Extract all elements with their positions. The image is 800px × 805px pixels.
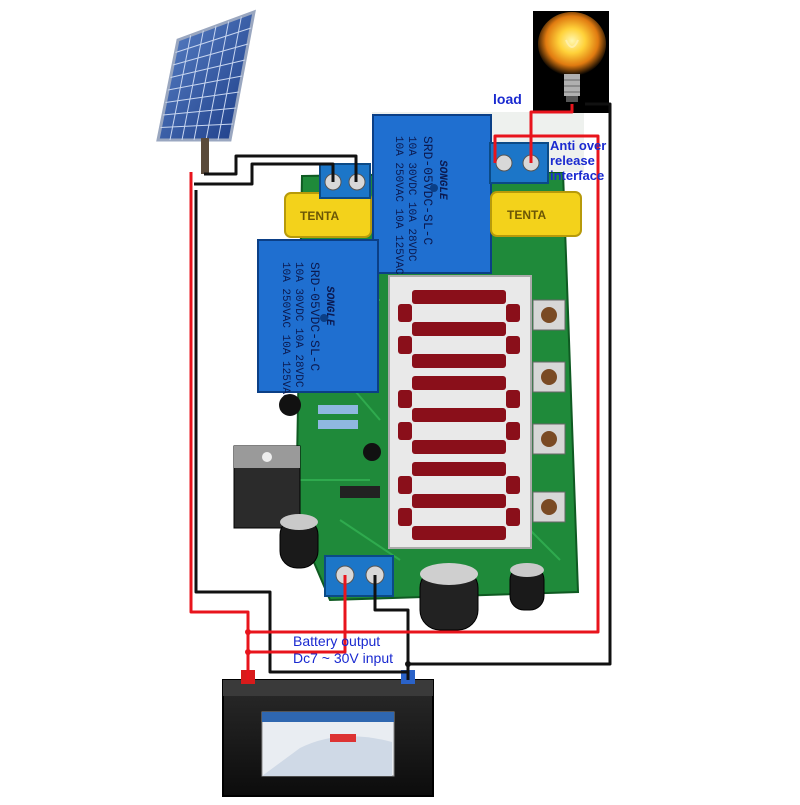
display-segment [412, 322, 506, 336]
capacitor-left-brand: TENTA [300, 209, 339, 223]
display-segment [506, 508, 520, 526]
relay-bottom-spec2: 10A 30VDC 10A 28VDC [292, 262, 304, 388]
tactile-button-2 [532, 361, 566, 393]
electrolytic-capacitor-left [279, 514, 319, 569]
display-segment [398, 476, 412, 494]
capacitor-right: TENTA [490, 191, 582, 237]
tactile-button-4 [532, 491, 566, 523]
display-segment [412, 408, 506, 422]
display-segment [506, 336, 520, 354]
label-battery-output: Battery output Dc7 ~ 30V input [293, 633, 393, 667]
solar-cell-line [162, 107, 237, 116]
display-digits [398, 290, 520, 540]
capacitor-right-brand: TENTA [507, 208, 546, 222]
solar-cell-line [170, 59, 246, 78]
electrolytic-capacitor-small [509, 563, 545, 611]
label-battery-line2: Dc7 ~ 30V input [293, 650, 394, 666]
tactile-button-3 [532, 423, 566, 455]
solar-cell-line [167, 75, 243, 91]
label-anti-line3: interface [550, 168, 605, 183]
terminal-load-output [489, 142, 549, 184]
display-segment [412, 290, 506, 304]
display-segment [398, 422, 412, 440]
battery [222, 670, 434, 797]
display-segment [398, 304, 412, 322]
relay-top-spec1: 10A 250VAC 10A 125VAC [392, 136, 404, 275]
terminal-solar-input [319, 163, 371, 199]
relay-bottom-model: SRD-05VDC-SL-C [307, 262, 322, 371]
seven-segment-display [388, 275, 532, 549]
display-digit-2 [398, 376, 520, 454]
display-segment [506, 304, 520, 322]
display-segment [398, 336, 412, 354]
label-load: load [493, 92, 522, 106]
display-digit-3 [398, 462, 520, 540]
display-segment [412, 440, 506, 454]
wire-joints [245, 629, 411, 667]
display-segment [506, 422, 520, 440]
display-segment [412, 462, 506, 476]
terminal-battery [324, 555, 394, 597]
label-anti-over-release: Anti over release interface [550, 138, 606, 183]
display-digit-1 [398, 290, 520, 368]
wires-red [189, 104, 600, 680]
display-segment [506, 476, 520, 494]
relay-top-model: SRD-05VDC-SL-C [420, 136, 435, 245]
relay-top-brand: SONGLE [436, 160, 448, 200]
transistors [279, 394, 381, 461]
display-segment [398, 508, 412, 526]
display-segment [412, 494, 506, 508]
label-anti-line1: Anti over [550, 138, 607, 153]
label-battery-line1: Battery output [293, 633, 381, 649]
display-segment [506, 390, 520, 408]
display-segment [398, 390, 412, 408]
label-load-text: load [493, 91, 522, 107]
display-segment [412, 376, 506, 390]
tactile-button-1 [532, 299, 566, 331]
capacitor-left: TENTA [284, 192, 372, 238]
relay-bottom: 10A 250VAC 10A 125VAC 10A 30VDC 10A 28VD… [257, 239, 379, 401]
display-segment [412, 354, 506, 368]
solar-cell-line [172, 43, 249, 66]
relay-top-spec2: 10A 30VDC 10A 28VDC [405, 136, 417, 262]
solar-cell-line [175, 27, 252, 53]
resistors [318, 405, 380, 498]
solar-cell-line [165, 91, 240, 103]
display-segment [412, 526, 506, 540]
tactile-buttons [532, 299, 566, 523]
solar-cell-line [160, 123, 234, 128]
electrolytic-capacitor-big [419, 563, 479, 631]
light-bulb-icon [533, 11, 609, 113]
label-anti-line2: release [550, 153, 595, 168]
relay-bottom-spec1: 10A 250VAC 10A 125VAC [279, 262, 291, 401]
relay-top: 10A 250VAC 10A 125VAC 10A 30VDC 10A 28VD… [372, 114, 492, 275]
voltage-regulator [233, 445, 301, 529]
solar-panel [156, 9, 256, 174]
